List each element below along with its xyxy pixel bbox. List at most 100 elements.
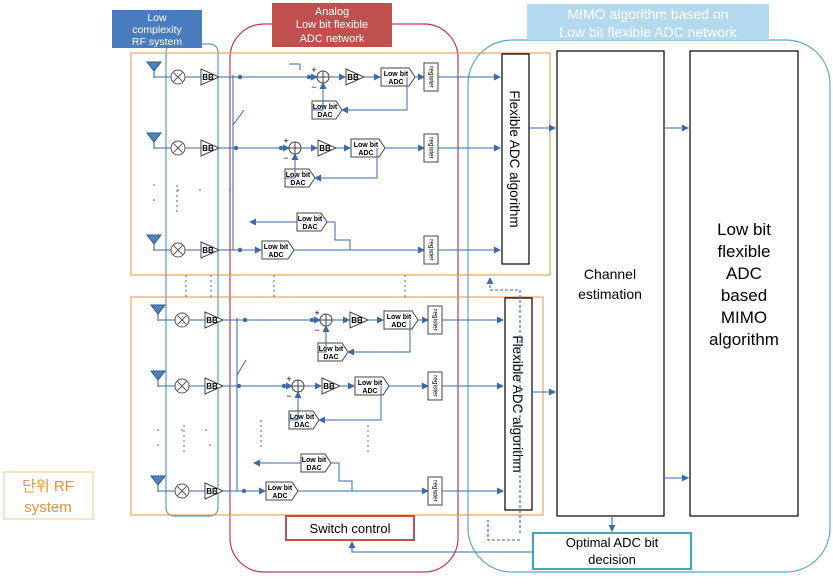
ellipsis-dot [199, 189, 201, 191]
switch-control-label: Switch control [310, 521, 391, 536]
low-bit-dac-text-1: Low bit [319, 346, 344, 353]
minus-sign: − [311, 82, 316, 92]
register-label: register [431, 480, 438, 503]
low-bit-adc-text-1: Low bit [264, 244, 289, 251]
low-bit-dac-text-1: Low bit [298, 216, 323, 223]
bb-label: BB [202, 73, 214, 82]
dac-feedback [331, 462, 353, 491]
bb-label: BB [206, 487, 218, 496]
adc-network-region [229, 23, 459, 573]
adc-network-title-line-1: Analog [315, 6, 349, 18]
system-arrows [348, 124, 689, 553]
baseband-amp [200, 68, 221, 86]
dac-feedback [341, 77, 408, 114]
switch-line [232, 109, 245, 126]
dac-feedback [314, 148, 378, 182]
antenna-icon [145, 61, 163, 72]
mimo-algorithm-line-4: based [721, 286, 767, 305]
unit-rf-label-box [3, 471, 94, 520]
mixer-cross [177, 315, 187, 325]
dashed-separators [176, 185, 406, 455]
optimal-adc-line-1: Optimal ADC bit [566, 535, 659, 550]
low-bit-dac-text-2: DAC [323, 354, 338, 361]
low-bit-adc-text-2: ADC [362, 388, 377, 395]
low-bit-dac [288, 410, 320, 430]
bb-label: BB [351, 316, 363, 325]
arrow-feedback-top [486, 277, 521, 533]
optimal-adc-box [532, 532, 692, 570]
rf-title-line-3: RF system [132, 36, 182, 48]
baseband-amp [204, 377, 225, 395]
low-bit-dac-text-1: Low bit [286, 172, 311, 179]
bb-label: BB [347, 73, 359, 82]
ellipsis-dot [153, 184, 155, 186]
low-bit-dac-text-2: DAC [317, 112, 332, 119]
low-bit-adc-text-2: ADC [358, 150, 373, 157]
adc-network-title-line-2: Low bit flexible [296, 19, 368, 31]
unit-rf-label-line-1: 단위 RF [22, 478, 74, 495]
minus-sign: − [314, 325, 319, 335]
baseband-amp [345, 68, 366, 86]
baseband-amp [200, 241, 221, 259]
low-bit-dac-text-2: DAC [306, 465, 321, 472]
antenna-icon [149, 304, 167, 315]
bb-label: BB [206, 382, 218, 391]
rf-title-line-1: Low [147, 12, 167, 24]
flexible-adc-box-top [501, 53, 530, 265]
low-bit-dac-text-2: DAC [302, 224, 317, 231]
mixer-cross [173, 72, 183, 82]
mimo-algorithm-line-3: ADC [726, 264, 762, 283]
tap-node [278, 145, 284, 151]
antenna-icon [149, 475, 167, 486]
tap-node [306, 74, 312, 80]
low-bit-adc-text-1: Low bit [268, 485, 293, 492]
low-bit-dac-text-1: Low bit [302, 457, 327, 464]
ellipsis-dot [157, 444, 159, 446]
plus-sign: + [314, 308, 319, 318]
low-bit-adc-text-1: Low bit [384, 71, 409, 78]
ellipsis-dot [157, 429, 159, 431]
optimal-adc-line-2: decision [588, 552, 636, 567]
rf-title-line-2: complexity [132, 24, 182, 36]
low-bit-dac [300, 453, 332, 473]
antenna-icon [149, 370, 167, 381]
mimo-algorithm-line-5: MIMO [721, 308, 767, 327]
antenna-wire [157, 319, 175, 321]
register-label: register [431, 309, 438, 332]
low-bit-adc-text-1: Low bit [387, 314, 412, 321]
baseband-amp [349, 311, 370, 329]
bb-label: BB [202, 144, 214, 153]
dac-feedback [318, 386, 382, 424]
low-bit-adc-text-2: ADC [391, 322, 406, 329]
dac-to-adder [318, 325, 330, 353]
mixer-cross [177, 381, 187, 391]
plus-sign: + [286, 374, 291, 384]
plus-sign: + [283, 136, 288, 146]
bb-label: BB [202, 246, 214, 255]
adc-network-title-box [272, 3, 392, 47]
register-label: register [427, 137, 434, 160]
ellipsis-dot [181, 429, 183, 431]
antenna-wire [157, 490, 175, 492]
ellipsis-dot [153, 199, 155, 201]
bb-label: BB [206, 316, 218, 325]
dac-to-adder [285, 153, 299, 179]
mimo-algorithm-line-6: algorithm [709, 330, 779, 349]
switch-line [236, 359, 247, 376]
antenna-icon [145, 234, 163, 245]
low-bit-dac-text-1: Low bit [313, 104, 338, 111]
low-bit-dac-text-2: DAC [290, 180, 305, 187]
low-bit-adc-text-2: ADC [268, 252, 283, 259]
unit-rf-label-line-2: system [24, 499, 72, 516]
low-bit-adc-text-1: Low bit [354, 142, 379, 149]
baseband-amp [204, 482, 225, 500]
low-bit-dac-text-2: DAC [294, 422, 309, 429]
low-bit-adc-text-1: Low bit [358, 380, 383, 387]
baseband-amp [317, 139, 338, 157]
low-bit-adc [265, 481, 299, 501]
arrow-feedback-bottom [487, 520, 520, 541]
ellipsis-dot [205, 429, 207, 431]
ellipsis-dot [209, 444, 211, 446]
